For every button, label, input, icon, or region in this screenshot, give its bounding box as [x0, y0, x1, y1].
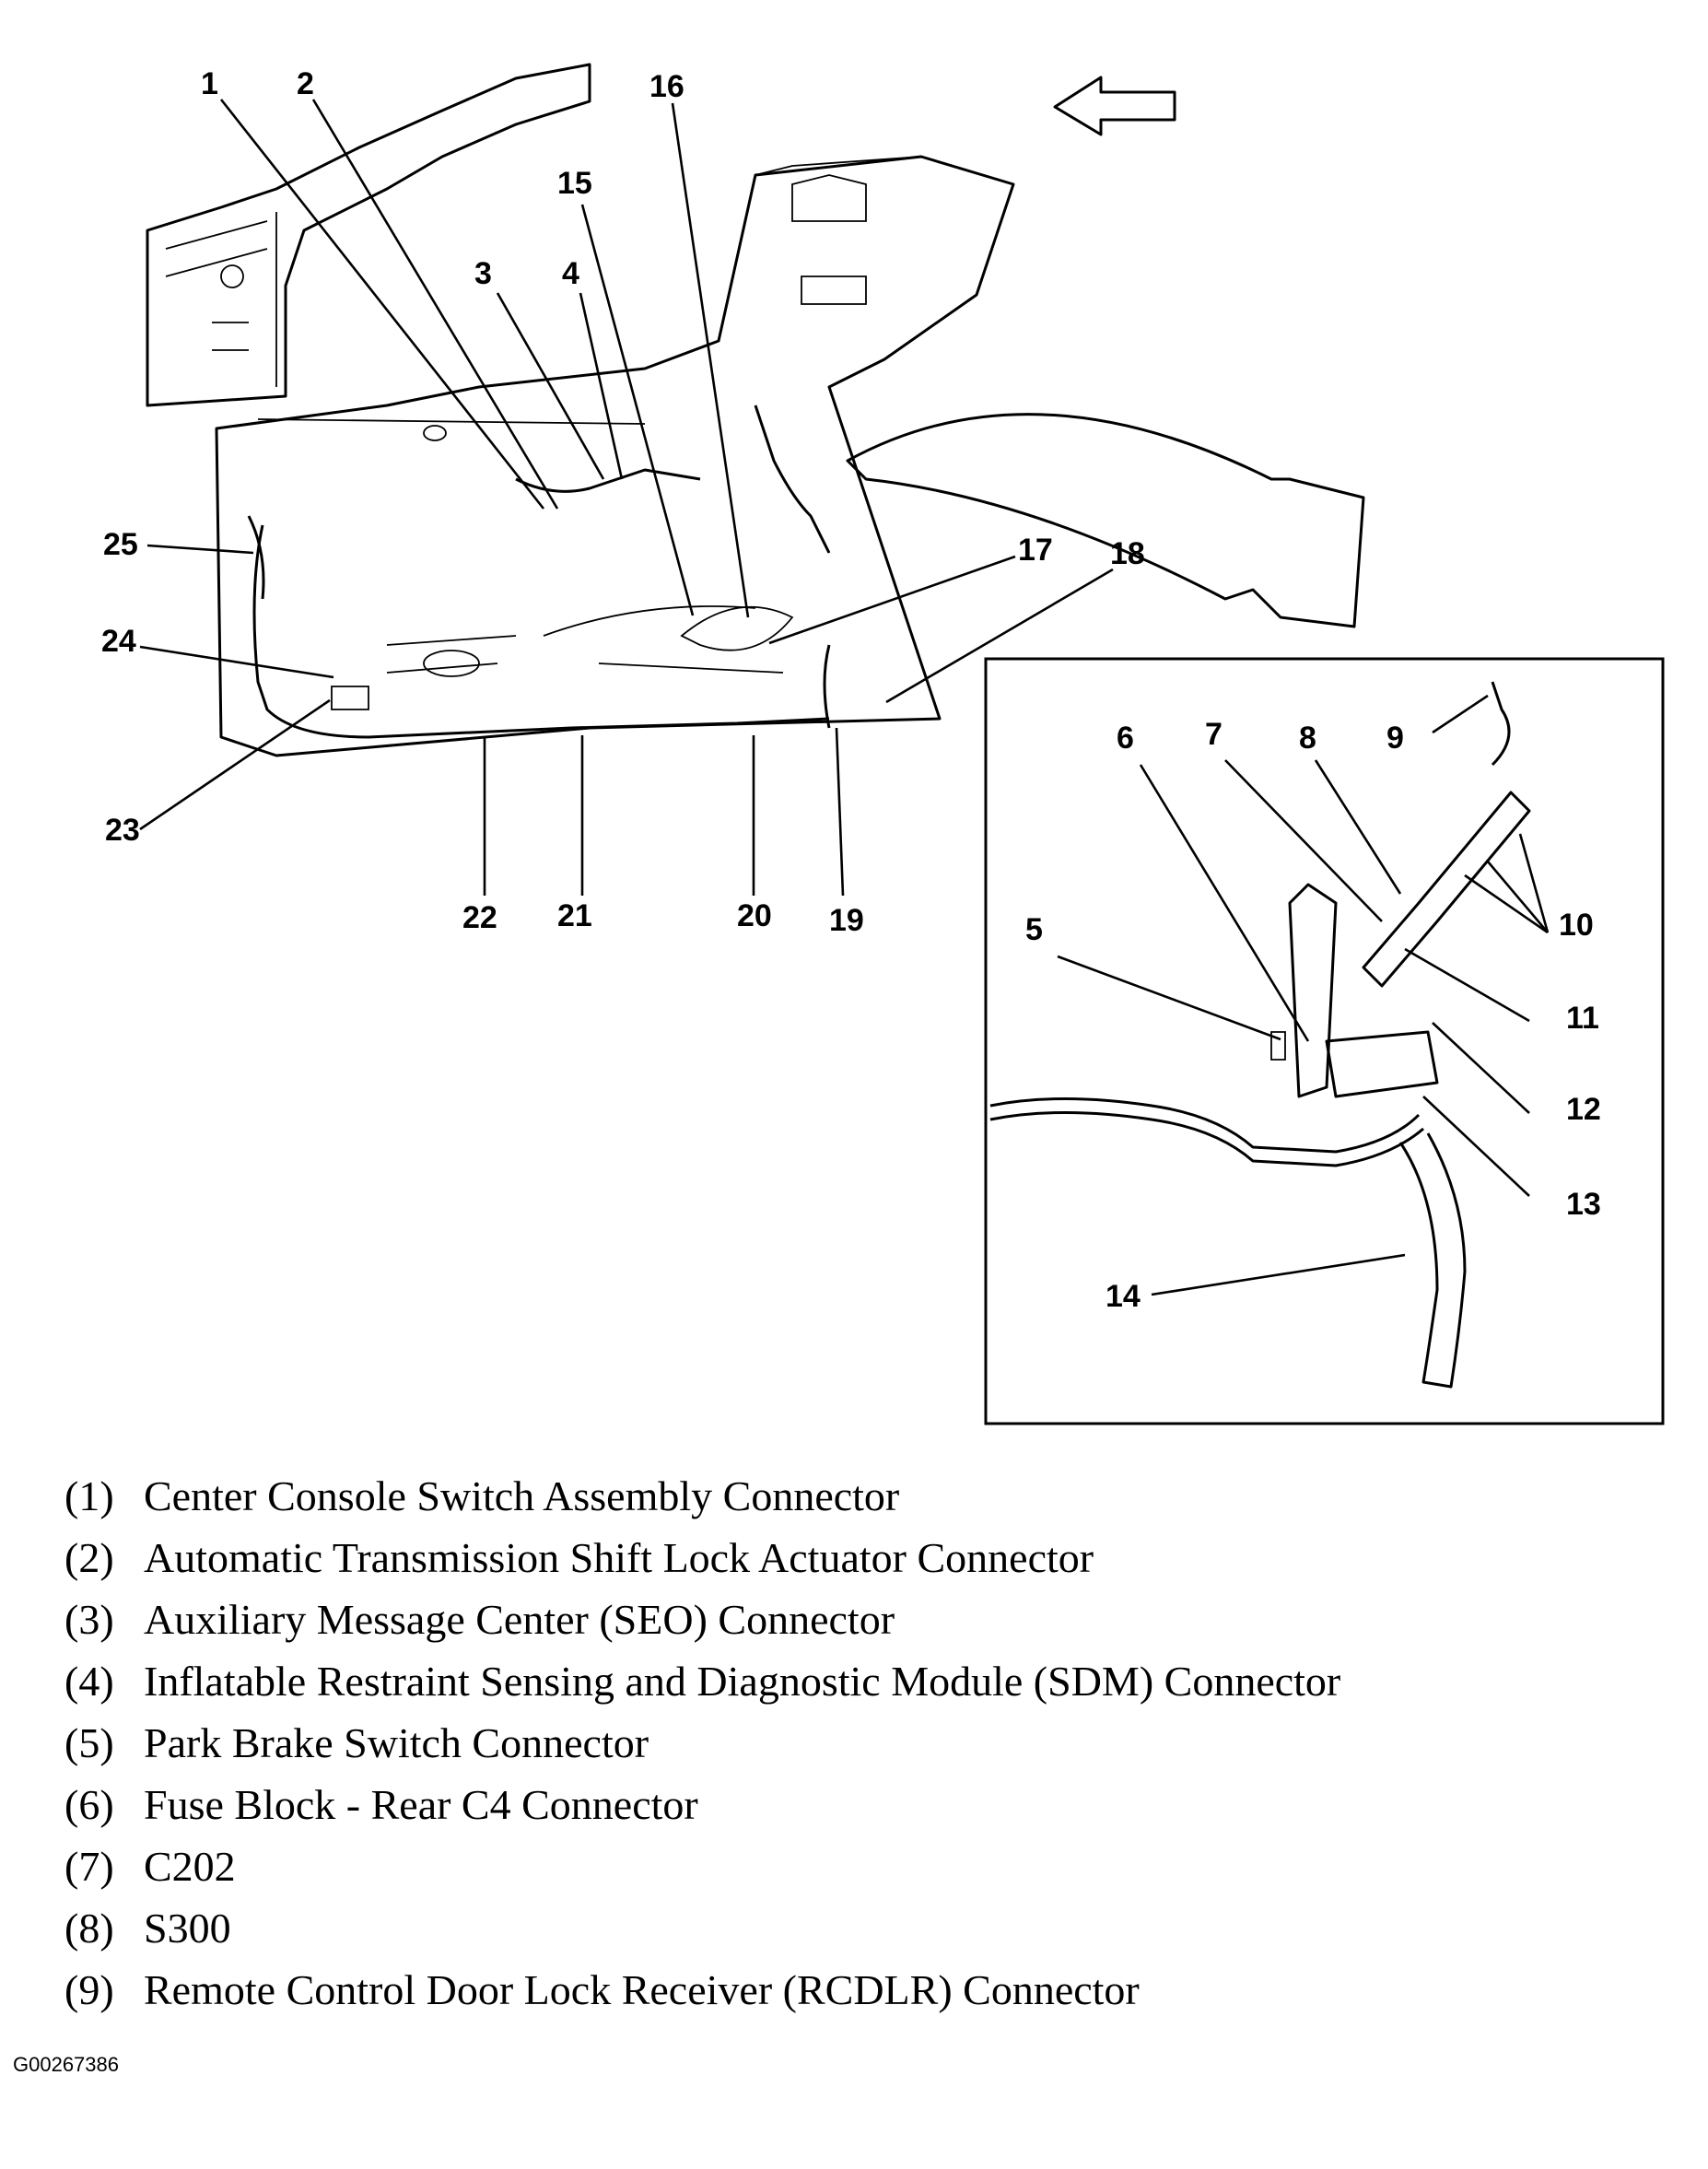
- detail-inset-frame: [984, 657, 1665, 1425]
- callout-11: 11: [1566, 1001, 1599, 1036]
- legend-text: Fuse Block - Rear C4 Connector: [144, 1781, 698, 1828]
- legend-number: (7): [64, 1843, 114, 1890]
- callout-18: 18: [1110, 536, 1145, 571]
- legend-number: (2): [64, 1534, 114, 1581]
- legend-number: (3): [64, 1596, 114, 1643]
- callout-labels: 1 2 3 4 5 6 7 8 9 10 11 12 13 14 15 16 1…: [101, 66, 1601, 1314]
- callout-9: 9: [1386, 721, 1404, 756]
- callout-17: 17: [1018, 533, 1053, 568]
- callout-24: 24: [101, 624, 136, 659]
- legend-item: (9) Remote Control Door Lock Receiver (RC…: [64, 1959, 1686, 2021]
- legend-item: (3) Auxiliary Message Center (SEO) Connec…: [64, 1589, 1686, 1650]
- legend-text: Park Brake Switch Connector: [144, 1719, 649, 1766]
- callout-1: 1: [201, 66, 218, 101]
- callout-19: 19: [829, 903, 864, 938]
- callout-12: 12: [1566, 1092, 1601, 1127]
- callout-25: 25: [103, 527, 138, 562]
- callout-22: 22: [462, 900, 497, 935]
- legend-item: (4) Inflatable Restraint Sensing and Diag…: [64, 1650, 1686, 1712]
- figure-id: G00267386: [13, 2053, 119, 2076]
- callout-3: 3: [474, 256, 492, 291]
- inset-harness-drawing: [989, 681, 1531, 1389]
- legend-text: Inflatable Restraint Sensing and Diagnos…: [144, 1658, 1341, 1705]
- vehicle-floor-drawing: [146, 63, 1015, 757]
- legend-list: (1) Center Console Switch Assembly Connec…: [64, 1465, 1686, 2021]
- callout-23: 23: [105, 813, 140, 848]
- callout-2: 2: [297, 66, 314, 101]
- callout-7: 7: [1205, 717, 1223, 752]
- direction-arrow-icon: [1053, 76, 1176, 136]
- legend-number: (4): [64, 1658, 114, 1705]
- legend-number: (9): [64, 1966, 114, 2013]
- callout-5: 5: [1025, 912, 1043, 947]
- legend-number: (6): [64, 1781, 114, 1828]
- legend-number: (1): [64, 1472, 114, 1519]
- legend-text: Remote Control Door Lock Receiver (RCDLR…: [144, 1966, 1140, 2013]
- legend-text: S300: [144, 1905, 231, 1952]
- legend-number: (5): [64, 1719, 114, 1766]
- legend-number: (8): [64, 1905, 114, 1952]
- legend-item: (8) S300: [64, 1897, 1686, 1959]
- callout-14: 14: [1106, 1279, 1141, 1314]
- legend-item: (7) C202: [64, 1835, 1686, 1897]
- callout-20: 20: [737, 898, 772, 933]
- legend-text: Center Console Switch Assembly Connector: [144, 1472, 900, 1519]
- curved-arrow-icon: [846, 413, 1365, 628]
- callout-8: 8: [1299, 721, 1316, 756]
- callout-16: 16: [649, 69, 684, 104]
- wiring-diagram: 1 2 3 4 5 6 7 8 9 10 11 12 13 14 15 16 1…: [101, 63, 1665, 1425]
- legend-item: (5) Park Brake Switch Connector: [64, 1712, 1686, 1774]
- leader-lines: [139, 99, 1550, 1296]
- callout-21: 21: [557, 898, 592, 933]
- legend-item: (2) Automatic Transmission Shift Lock Act…: [64, 1527, 1686, 1589]
- callout-13: 13: [1566, 1187, 1601, 1222]
- callout-15: 15: [557, 166, 592, 201]
- callout-6: 6: [1117, 721, 1134, 756]
- legend-text: Auxiliary Message Center (SEO) Connector: [144, 1596, 895, 1643]
- callout-10: 10: [1559, 908, 1594, 943]
- legend-text: C202: [144, 1843, 236, 1890]
- legend-item: (1) Center Console Switch Assembly Connec…: [64, 1465, 1686, 1527]
- callout-4: 4: [562, 256, 579, 291]
- legend-item: (6) Fuse Block - Rear C4 Connector: [64, 1774, 1686, 1835]
- legend-text: Automatic Transmission Shift Lock Actuat…: [144, 1534, 1094, 1581]
